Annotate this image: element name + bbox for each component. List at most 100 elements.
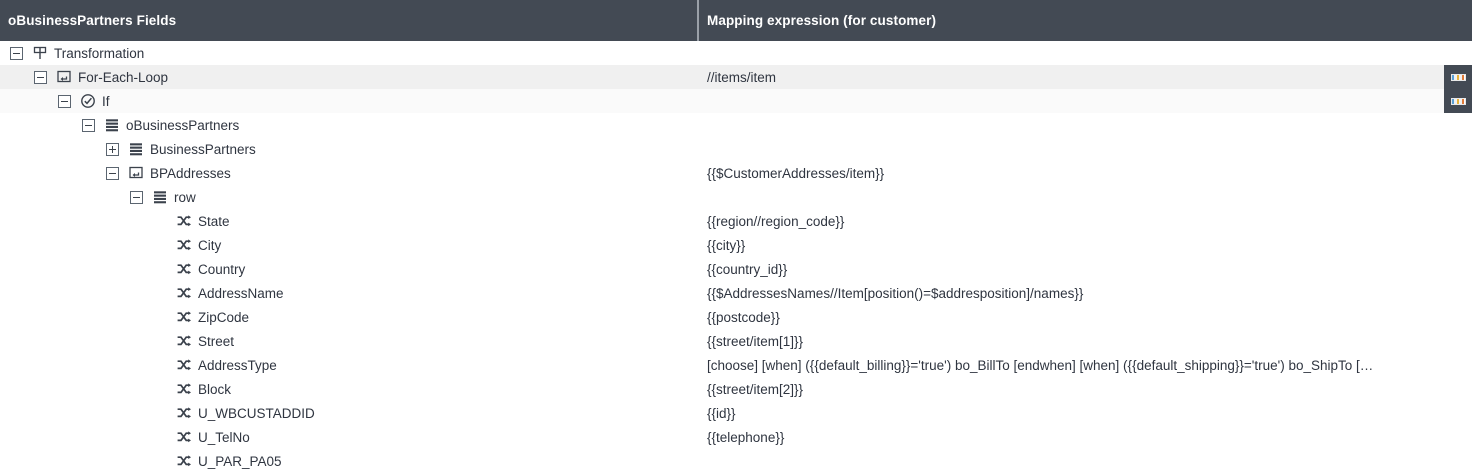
tree-item-label: oBusinessPartners: [126, 117, 240, 133]
expand-toggle-icon[interactable]: [106, 142, 119, 156]
toggle-placeholder: [154, 287, 167, 300]
mapping-expression-cell[interactable]: {{country_id}}: [707, 261, 788, 277]
table-row[interactable]: row: [0, 185, 1472, 209]
header-column-divider: [697, 0, 699, 41]
tree-cell[interactable]: U_TelNo: [0, 425, 698, 449]
shuffle-icon: [176, 357, 192, 373]
table-row[interactable]: U_PAR_PA05: [0, 449, 1472, 473]
tree-cell[interactable]: Transformation: [0, 41, 698, 65]
tree-item-label: Transformation: [54, 45, 145, 61]
mapping-expression-cell[interactable]: [698, 41, 1472, 65]
tree-cell[interactable]: BPAddresses: [0, 161, 698, 185]
mapping-expression-cell[interactable]: [698, 449, 1472, 473]
mapping-expression-cell[interactable]: {{$CustomerAddresses/item}}: [707, 165, 885, 181]
mapping-expression-cell[interactable]: {{$AddressesNames//Item[position()=$addr…: [707, 285, 1084, 301]
tree-cell[interactable]: AddressType: [0, 353, 698, 377]
table-row[interactable]: State {{region//region_code}}: [0, 209, 1472, 233]
collapse-toggle-icon[interactable]: [58, 94, 71, 108]
mapping-expression-cell[interactable]: {{id}}: [707, 405, 736, 421]
tree-item-label: U_WBCUSTADDID: [198, 405, 315, 421]
mapping-expression-cell[interactable]: [698, 113, 1472, 137]
tree-cell[interactable]: State: [0, 209, 698, 233]
tree-cell[interactable]: U_WBCUSTADDID: [0, 401, 698, 425]
tree-cell[interactable]: AddressName: [0, 281, 698, 305]
table-row[interactable]: Transformation: [0, 41, 1472, 65]
collapse-toggle-icon[interactable]: [106, 166, 119, 180]
toggle-placeholder: [154, 311, 167, 324]
tree-cell[interactable]: row: [0, 185, 698, 209]
shuffle-icon: [176, 381, 192, 397]
mapping-expression-cell[interactable]: {{city}}: [707, 237, 746, 253]
shuffle-icon: [176, 429, 192, 445]
mapping-expression-cell[interactable]: [choose] [when] ({{default_billing}}='tr…: [707, 357, 1374, 373]
tree-cell[interactable]: City: [0, 233, 698, 257]
mapping-expression-cell[interactable]: [698, 185, 1472, 209]
table-row[interactable]: Country {{country_id}}: [0, 257, 1472, 281]
row-color-bars-button[interactable]: [1444, 89, 1472, 113]
tree-item-label: Block: [198, 381, 232, 397]
table-row[interactable]: U_WBCUSTADDID {{id}}: [0, 401, 1472, 425]
column-header-fields[interactable]: oBusinessPartners Fields: [8, 13, 177, 28]
color-bars-icon: [1450, 97, 1466, 105]
table-row[interactable]: U_TelNo {{telephone}}: [0, 425, 1472, 449]
shuffle-icon: [176, 333, 192, 349]
tree-cell[interactable]: Block: [0, 377, 698, 401]
table-row[interactable]: Block {{street/item[2]}}: [0, 377, 1472, 401]
list-icon: [104, 117, 120, 133]
table-row[interactable]: AddressType [choose] [when] ({{default_bi…: [0, 353, 1472, 377]
tree-item-label: ZipCode: [198, 309, 250, 325]
mapping-expression-cell[interactable]: {{postcode}}: [707, 309, 780, 325]
tree-item-label: U_TelNo: [198, 429, 250, 445]
tree-item-label: AddressType: [198, 357, 277, 373]
tree-cell[interactable]: For-Each-Loop: [0, 65, 698, 89]
mapping-expression-cell[interactable]: //items/item: [707, 69, 777, 85]
shuffle-icon: [176, 285, 192, 301]
collapse-toggle-icon[interactable]: [34, 70, 47, 84]
table-row[interactable]: City {{city}}: [0, 233, 1472, 257]
row-color-bars-button[interactable]: [1444, 65, 1472, 89]
collapse-toggle-icon[interactable]: [82, 118, 95, 132]
tree-cell[interactable]: Street: [0, 329, 698, 353]
table-row[interactable]: BusinessPartners: [0, 137, 1472, 161]
table-row[interactable]: For-Each-Loop //items/item: [0, 65, 1472, 89]
tree-item-label: Street: [198, 333, 235, 349]
toggle-placeholder: [154, 215, 167, 228]
table-row[interactable]: oBusinessPartners: [0, 113, 1472, 137]
grid-header: oBusinessPartners Fields Mapping express…: [0, 0, 1472, 41]
table-row[interactable]: Street {{street/item[1]}}: [0, 329, 1472, 353]
list-icon: [128, 141, 144, 157]
tree-item-label: BPAddresses: [150, 165, 231, 181]
mapping-expression-cell[interactable]: [698, 137, 1472, 161]
table-row[interactable]: ZipCode {{postcode}}: [0, 305, 1472, 329]
tree-item-label: State: [198, 213, 230, 229]
tree-item-label: BusinessPartners: [150, 141, 256, 157]
toggle-placeholder: [154, 383, 167, 396]
shuffle-icon: [176, 237, 192, 253]
column-header-mapping[interactable]: Mapping expression (for customer): [707, 13, 937, 28]
table-row[interactable]: BPAddresses {{$CustomerAddresses/item}}: [0, 161, 1472, 185]
mapping-expression-cell[interactable]: {{street/item[2]}}: [707, 381, 804, 397]
mapping-expression-cell[interactable]: {{telephone}}: [707, 429, 785, 445]
tree-cell[interactable]: Country: [0, 257, 698, 281]
toggle-placeholder: [154, 239, 167, 252]
mapping-expression-cell[interactable]: [698, 89, 1472, 113]
tree-cell[interactable]: If: [0, 89, 698, 113]
table-row[interactable]: If: [0, 89, 1472, 113]
tree-cell[interactable]: U_PAR_PA05: [0, 449, 698, 473]
collapse-toggle-icon[interactable]: [130, 190, 143, 204]
toggle-placeholder: [154, 335, 167, 348]
tree-item-label: row: [174, 189, 196, 205]
mapping-expression-cell[interactable]: {{street/item[1]}}: [707, 333, 804, 349]
mapping-expression-cell[interactable]: {{region//region_code}}: [707, 213, 845, 229]
collapse-toggle-icon[interactable]: [10, 46, 23, 60]
tree-cell[interactable]: oBusinessPartners: [0, 113, 698, 137]
tree-cell[interactable]: BusinessPartners: [0, 137, 698, 161]
tree-item-label: Country: [198, 261, 246, 277]
tree-item-label: For-Each-Loop: [78, 69, 169, 85]
toggle-placeholder: [154, 431, 167, 444]
tree-cell[interactable]: ZipCode: [0, 305, 698, 329]
shuffle-icon: [176, 405, 192, 421]
tree-item-label: AddressName: [198, 285, 284, 301]
table-row[interactable]: AddressName {{$AddressesNames//Item[posit…: [0, 281, 1472, 305]
